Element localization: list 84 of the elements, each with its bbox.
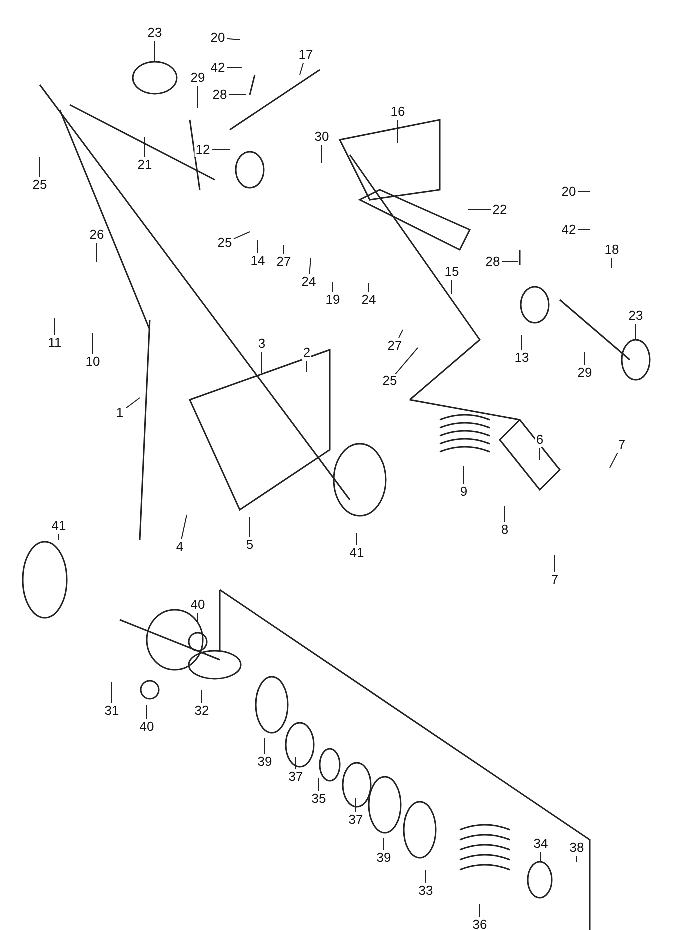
- leader-line: [394, 348, 418, 376]
- callout-number: 7: [550, 573, 560, 587]
- callout-number: 28: [484, 255, 502, 269]
- callout-number: 21: [136, 158, 154, 172]
- leader-line: [126, 398, 140, 408]
- callout-number: 25: [216, 236, 234, 250]
- callout-number: 36: [472, 918, 488, 930]
- callout-number: 41: [348, 546, 366, 560]
- leader-line: [300, 62, 304, 76]
- callout-number: 40: [190, 598, 206, 612]
- leader-line: [96, 242, 98, 262]
- callout-number: 20: [560, 185, 578, 199]
- leader-line: [318, 778, 320, 792]
- leader-line: [540, 852, 542, 862]
- callout-number: 26: [88, 228, 106, 242]
- callout-number: 41: [50, 519, 68, 533]
- callout-number: 8: [500, 523, 510, 537]
- callout-number: 17: [298, 48, 314, 62]
- callout-number: 23: [628, 309, 644, 323]
- leader-line: [332, 282, 334, 292]
- callout-number: 6: [535, 433, 545, 447]
- callout-number: 23: [146, 26, 164, 40]
- callout-number: 37: [288, 770, 304, 784]
- leader-line: [154, 40, 156, 62]
- callout-number: 5: [245, 538, 255, 552]
- leader-line: [181, 514, 188, 540]
- leader-line: [234, 232, 250, 240]
- callout-number: 40: [138, 720, 156, 734]
- callout-number: 28: [212, 88, 228, 102]
- leader-line: [228, 94, 246, 96]
- callout-number: 14: [250, 254, 266, 268]
- callout-number: 37: [348, 813, 364, 827]
- callout-number: 39: [376, 851, 392, 865]
- callout-number: 30: [314, 130, 330, 144]
- leader-line: [309, 258, 312, 274]
- leader-line: [306, 360, 308, 372]
- leader-line: [368, 282, 370, 292]
- callout-number: 31: [104, 704, 120, 718]
- leader-line: [584, 352, 586, 366]
- leader-line: [146, 704, 148, 720]
- callout-number: 25: [382, 374, 398, 388]
- leader-line: [54, 318, 56, 336]
- callout-number: 16: [390, 105, 406, 119]
- callout-number: 33: [418, 884, 434, 898]
- callout-number: 35: [310, 792, 328, 806]
- callout-number: 34: [532, 837, 550, 851]
- callout-number: 10: [84, 355, 102, 369]
- leader-line: [92, 332, 94, 354]
- callout-number: 42: [210, 61, 226, 75]
- callout-number: 2: [302, 346, 312, 360]
- callout-number: 39: [256, 755, 274, 769]
- leader-line: [144, 136, 146, 158]
- leader-line: [356, 532, 358, 546]
- callout-number: 24: [360, 293, 378, 307]
- leader-line: [398, 330, 404, 338]
- callout-number: 29: [576, 366, 594, 380]
- callout-number: 15: [444, 265, 460, 279]
- callout-number: 27: [386, 339, 404, 353]
- callout-number: 27: [276, 255, 292, 269]
- callout-number: 11: [47, 336, 63, 350]
- callout-number: 42: [560, 223, 578, 237]
- leader-line: [554, 554, 556, 572]
- callout-number: 20: [210, 31, 226, 45]
- callout-number: 25: [32, 178, 48, 192]
- callout-number: 32: [194, 704, 210, 718]
- callout-number: 13: [514, 351, 530, 365]
- callout-number: 29: [190, 71, 206, 85]
- callout-number: 4: [175, 540, 185, 554]
- callout-number: 1: [115, 406, 125, 420]
- leader-line: [576, 856, 578, 862]
- callout-number: 3: [257, 337, 267, 351]
- callout-number: 18: [604, 243, 620, 257]
- callout-number: 7: [617, 438, 627, 452]
- leader-line: [58, 534, 60, 540]
- callout-number: 12: [194, 143, 212, 157]
- callout-number: 19: [324, 293, 342, 307]
- leader-line: [264, 738, 266, 754]
- callout-number: 38: [568, 841, 586, 855]
- callout-number: 22: [492, 203, 508, 217]
- callout-number: 24: [300, 275, 318, 289]
- leader-line: [226, 38, 240, 40]
- leader-line: [504, 506, 506, 522]
- leader-line: [610, 452, 618, 468]
- callout-number: 9: [459, 485, 469, 499]
